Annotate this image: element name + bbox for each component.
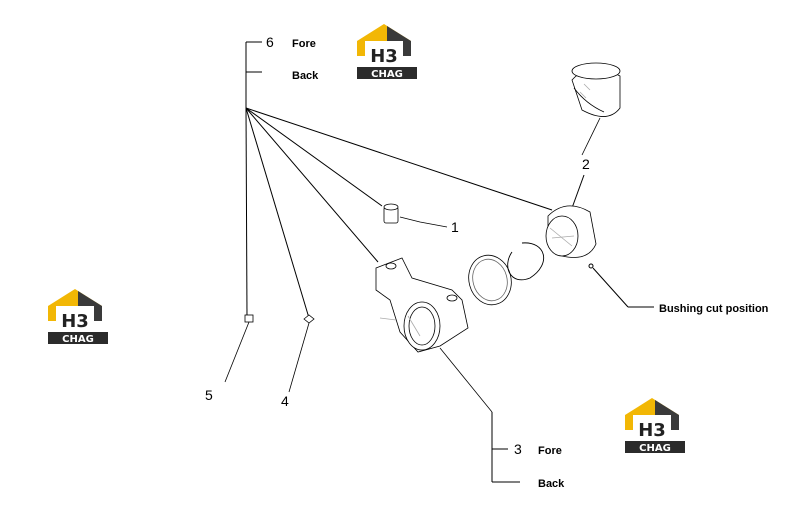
bushing-installed (545, 205, 597, 258)
callout-6-bracket (245, 41, 262, 108)
callout-3: 3 (514, 441, 522, 457)
callout-6: 6 (266, 34, 274, 50)
svg-text:H3: H3 (61, 311, 89, 332)
svg-text:H3: H3 (370, 46, 398, 67)
grease-fitting-part5 (224, 314, 254, 383)
arm-housing-part3 (375, 257, 493, 413)
bushing-cut-leader (588, 263, 654, 308)
label-fore-3: Fore (538, 445, 562, 457)
callout-3-bracket (491, 412, 520, 483)
callout-5: 5 (205, 387, 213, 403)
grease-fitting-part4 (288, 314, 315, 393)
callout-2: 2 (582, 156, 590, 172)
label-back-6: Back (292, 70, 319, 82)
bushing-part2 (571, 62, 621, 156)
svg-text:H3: H3 (638, 420, 666, 441)
label-fore-6: Fore (292, 38, 316, 50)
brand-logo-bottom-right: H3 CHAG (625, 398, 685, 454)
svg-text:CHAG: CHAG (371, 69, 403, 80)
label-back-3: Back (538, 478, 565, 490)
pin-part1 (383, 203, 448, 228)
svg-text:CHAG: CHAG (62, 334, 94, 345)
brand-logo-left: H3 CHAG (48, 289, 108, 345)
snap-ring (507, 242, 545, 281)
callout-1: 1 (451, 219, 459, 235)
label-bushing-cut-position: Bushing cut position (659, 303, 769, 315)
callout-4: 4 (281, 393, 289, 409)
leader-fan (245, 107, 553, 319)
leader-part2 (571, 174, 585, 209)
svg-text:CHAG: CHAG (639, 443, 671, 454)
brand-logo-top: H3 CHAG (357, 24, 417, 80)
